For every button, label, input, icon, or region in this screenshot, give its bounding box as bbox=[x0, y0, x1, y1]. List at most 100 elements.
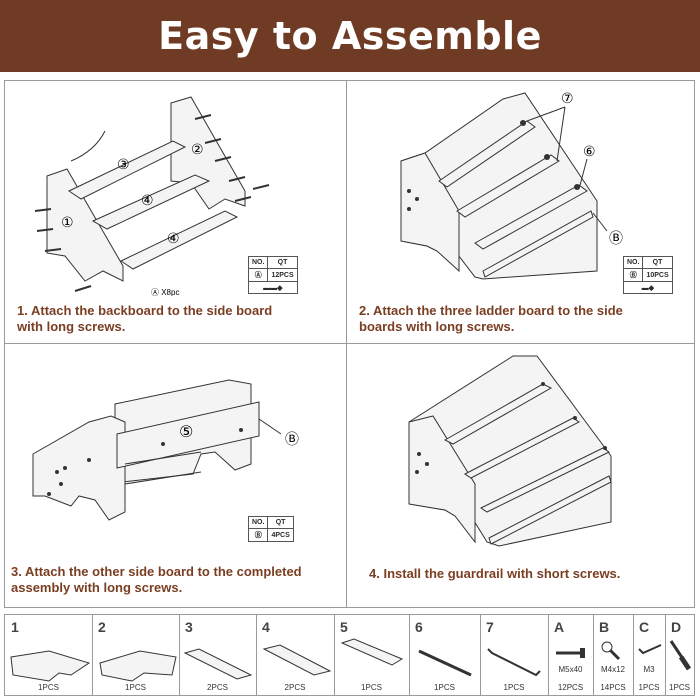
caption-line: with long screws. bbox=[17, 319, 126, 334]
caption-line: boards with long screws. bbox=[359, 319, 515, 334]
side-board-icon bbox=[99, 650, 177, 682]
part-id: A bbox=[554, 619, 565, 635]
part-id: 6 bbox=[415, 619, 423, 635]
part-cell-3: 3 2PCS bbox=[179, 615, 257, 695]
short-screw-icon bbox=[601, 641, 621, 661]
part-id: D bbox=[671, 619, 682, 635]
part-id: 3 bbox=[185, 619, 193, 635]
part-cell-d: D 1PCS bbox=[665, 615, 694, 695]
table-cell: 12PCS bbox=[267, 268, 298, 282]
screw-icon: ▬◆ bbox=[623, 281, 673, 294]
part-spec: M3 bbox=[643, 665, 655, 674]
divider bbox=[346, 81, 347, 607]
part-label: Ⓑ bbox=[285, 432, 299, 448]
part-qty: 1PCS bbox=[638, 683, 660, 692]
part-spec: M5x40 bbox=[558, 665, 583, 674]
caption-line: assembly with long screws. bbox=[11, 580, 183, 595]
part-label: ③ bbox=[117, 157, 130, 173]
table-header: NO. bbox=[247, 256, 269, 269]
step-2-diagram: ⑦ ⑥ Ⓑ bbox=[400, 91, 623, 280]
part-label: ⑥ bbox=[583, 144, 596, 160]
screw-note: Ⓐ X8pc bbox=[151, 288, 179, 296]
caption-line: 4. Install the guardrail with short scre… bbox=[369, 566, 621, 581]
table-cell: Ⓑ bbox=[622, 268, 644, 282]
part-label: Ⓑ bbox=[609, 231, 623, 247]
part-id: 1 bbox=[11, 619, 19, 635]
part-id: B bbox=[599, 619, 610, 635]
header-banner: Easy to Assemble bbox=[0, 0, 700, 72]
part-qty: 1PCS bbox=[38, 683, 59, 692]
plank-icon bbox=[183, 648, 253, 680]
part-qty: 1PCS bbox=[434, 683, 455, 692]
part-cell-7: 7 1PCS bbox=[480, 615, 549, 695]
step-1-diagram: ③ ② ④ ① ④ Ⓐ X8pc bbox=[34, 96, 270, 296]
table-cell: 10PCS bbox=[642, 268, 673, 282]
rod-icon bbox=[418, 649, 472, 677]
part-qty: 2PCS bbox=[284, 683, 306, 692]
part-cell-c: C M3 1PCS bbox=[633, 615, 666, 695]
caption-line: 3. Attach the other side board to the co… bbox=[11, 564, 302, 579]
step-1-caption: 1. Attach the backboard to the side boar… bbox=[17, 303, 272, 335]
part-qty: 1PCS bbox=[361, 683, 382, 692]
part-qty: 12PCS bbox=[557, 683, 584, 692]
divider bbox=[5, 343, 694, 344]
table-cell: Ⓑ bbox=[247, 528, 269, 542]
part-cell-b: B M4x12 14PCS bbox=[593, 615, 634, 695]
part-qty: 1PCS bbox=[125, 683, 146, 692]
part-cell-a: A M5x40 12PCS bbox=[548, 615, 594, 695]
long-screw-icon bbox=[556, 648, 585, 658]
backboard-icon bbox=[340, 638, 404, 666]
screw-icon: ▬▬◆ bbox=[248, 281, 298, 294]
part-qty: 14PCS bbox=[600, 683, 626, 692]
part-id: 5 bbox=[340, 619, 348, 635]
part-cell-5: 5 1PCS bbox=[334, 615, 410, 695]
table-header: QT bbox=[267, 516, 294, 529]
part-id: C bbox=[639, 619, 650, 635]
parts-list: 1 1PCS 2 1PCS 3 2PCS 4 2PCS 5 1PCS 6 bbox=[4, 614, 695, 696]
part-cell-6: 6 1PCS bbox=[409, 615, 481, 695]
table-header: NO. bbox=[622, 256, 644, 269]
part-cell-1: 1 1PCS bbox=[5, 615, 93, 695]
part-cell-4: 4 2PCS bbox=[256, 615, 335, 695]
part-qty: 1PCS bbox=[503, 683, 525, 692]
part-label: ① bbox=[61, 215, 74, 231]
table-header: NO. bbox=[247, 516, 269, 529]
screwdriver-icon bbox=[669, 640, 692, 671]
part-spec: M4x12 bbox=[600, 665, 625, 674]
caption-line: 2. Attach the three ladder board to the … bbox=[359, 303, 623, 318]
guardrail-icon bbox=[487, 648, 541, 677]
part-label: ⑤ bbox=[179, 422, 193, 441]
side-board-icon bbox=[10, 650, 91, 682]
part-id: 4 bbox=[262, 619, 270, 635]
table-cell: 4PCS bbox=[267, 528, 294, 542]
table-header: QT bbox=[267, 256, 298, 269]
hex-key-icon bbox=[638, 644, 662, 655]
table-cell: Ⓐ bbox=[247, 268, 269, 282]
step-4-caption: 4. Install the guardrail with short scre… bbox=[369, 566, 620, 582]
part-label: ② bbox=[191, 142, 204, 158]
plank-icon bbox=[262, 644, 332, 676]
page-title: Easy to Assemble bbox=[158, 14, 542, 58]
part-qty: 1PCS bbox=[669, 683, 690, 692]
step-3-diagram: ⑤ Ⓑ bbox=[32, 379, 299, 521]
part-id: 7 bbox=[486, 619, 494, 635]
step-4-panel: 4. Install the guardrail with short scre… bbox=[347, 344, 694, 607]
part-label: ④ bbox=[141, 193, 154, 209]
step-4-diagram bbox=[408, 355, 612, 547]
part-id: 2 bbox=[98, 619, 106, 635]
caption-line: 1. Attach the backboard to the side boar… bbox=[17, 303, 273, 318]
table-header: QT bbox=[642, 256, 673, 269]
step-3-caption: 3. Attach the other side board to the co… bbox=[11, 564, 302, 596]
part-qty: 2PCS bbox=[207, 683, 228, 692]
part-label: ⑦ bbox=[561, 91, 574, 107]
step-2-caption: 2. Attach the three ladder board to the … bbox=[359, 303, 623, 335]
part-label: ④ bbox=[167, 231, 180, 247]
part-cell-2: 2 1PCS bbox=[92, 615, 180, 695]
